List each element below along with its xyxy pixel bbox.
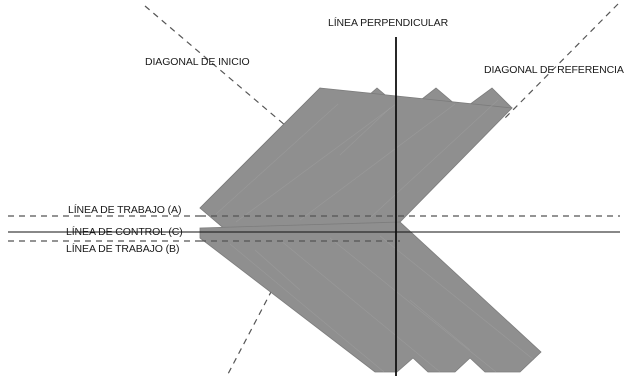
herringbone-lower-planks — [199, 221, 542, 373]
label-diagonal-inicio: DIAGONAL DE INICIO — [145, 56, 250, 68]
label-linea-trabajo-b: LÍNEA DE TRABAJO (B) — [66, 242, 179, 255]
label-linea-control-c: LÍNEA DE CONTROL (C) — [66, 225, 183, 238]
label-linea-perpendicular: LÍNEA PERPENDICULAR — [328, 16, 449, 29]
diagonal-referencia-lower-line — [227, 289, 273, 375]
diagonal-referencia-line — [504, 3, 619, 119]
label-diagonal-referencia: DIAGONAL DE REFERENCIA — [484, 64, 624, 76]
label-linea-trabajo-a: LÍNEA DE TRABAJO (A) — [68, 203, 181, 216]
plank-seams — [215, 99, 535, 373]
plank-lower-fill — [199, 221, 542, 373]
